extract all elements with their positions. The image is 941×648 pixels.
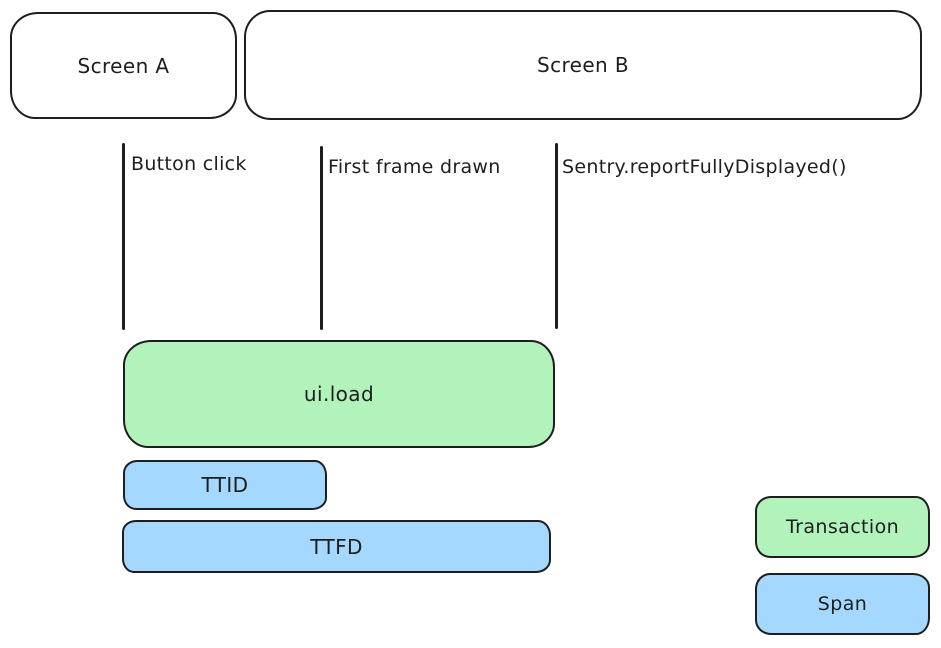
legend-transaction-box: Transaction bbox=[755, 494, 930, 559]
legend-span-box: Span bbox=[755, 571, 930, 636]
legend-span-label: Span bbox=[817, 593, 868, 615]
screen-a-box: Screen A bbox=[10, 12, 237, 119]
event-line-button-click bbox=[122, 143, 125, 330]
screen-b-box: Screen B bbox=[244, 10, 922, 120]
screen-b-label: Screen B bbox=[536, 53, 630, 77]
event-line-report-fully-displayed bbox=[555, 143, 558, 329]
event-line-first-frame-drawn bbox=[320, 146, 323, 330]
event-label-first-frame-drawn: First frame drawn bbox=[328, 156, 501, 178]
ttid-span-bar: TTID bbox=[123, 458, 327, 511]
ui-load-transaction-bar: ui.load bbox=[123, 338, 555, 449]
screen-a-label: Screen A bbox=[77, 53, 170, 78]
ttfd-span-bar: TTFD bbox=[122, 518, 551, 574]
ttfd-label: TTFD bbox=[310, 534, 363, 559]
event-label-report-fully-displayed: Sentry.reportFullyDisplayed() bbox=[562, 156, 847, 178]
ui-load-label: ui.load bbox=[303, 382, 375, 406]
ttid-label: TTID bbox=[201, 473, 249, 497]
legend-transaction-label: Transaction bbox=[785, 516, 900, 538]
event-label-button-click: Button click bbox=[131, 153, 247, 175]
